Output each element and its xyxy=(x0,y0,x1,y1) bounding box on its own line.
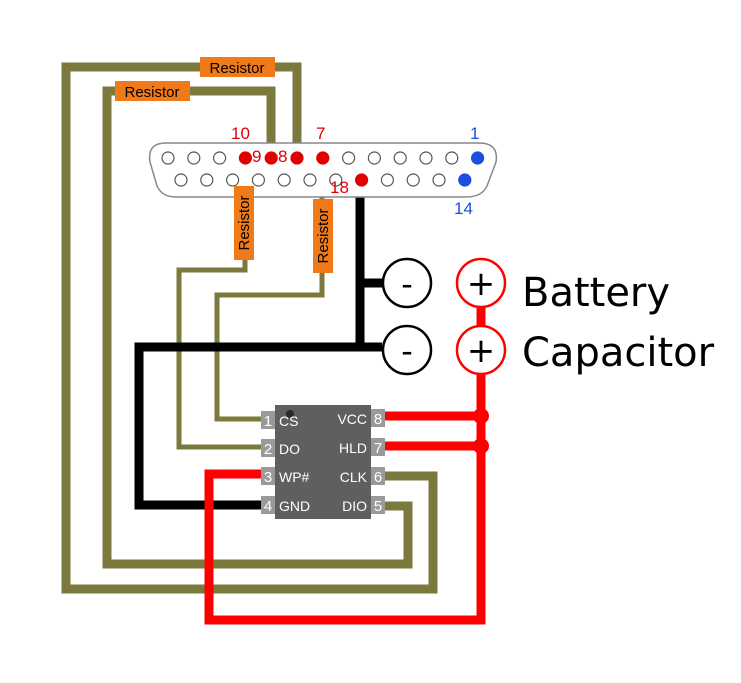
battery-plus-sign: + xyxy=(467,264,496,304)
connector-pin-11 xyxy=(213,151,227,165)
battery-label: Battery xyxy=(522,270,670,316)
pin-label-18: 18 xyxy=(330,178,349,197)
battery-plus-terminal xyxy=(455,257,507,309)
connector-shell xyxy=(148,142,498,198)
wire-pin9-dio xyxy=(102,86,413,569)
pin-label-14: 14 xyxy=(454,199,473,218)
pin-label-9: 9 xyxy=(252,147,261,166)
olive-wires xyxy=(61,62,438,594)
connector-pin-2 xyxy=(445,151,459,165)
pin-row-top xyxy=(161,151,485,165)
chip-pin-2: 2 DO xyxy=(261,439,300,458)
resistor-label: Resistor xyxy=(124,84,179,101)
chip-pin-1: 1 CS xyxy=(261,411,298,430)
chip-pin-8: 8 VCC xyxy=(337,409,385,428)
connector-pin-8 xyxy=(290,151,304,165)
capacitor-label: Capacitor xyxy=(522,330,715,376)
vcc-wire xyxy=(204,305,486,625)
capacitor: - + Capacitor xyxy=(381,324,715,376)
pin-number: 8 xyxy=(374,411,382,428)
pin-name: WP# xyxy=(279,469,310,485)
pin-name: DO xyxy=(279,441,300,457)
pin-number: 4 xyxy=(264,498,272,515)
pin-name: VCC xyxy=(337,411,367,427)
connector-pin-17 xyxy=(380,173,394,187)
connector-pin-14 xyxy=(458,173,472,187)
connector-pin-12 xyxy=(187,151,201,165)
resistor-top-2: Resistor xyxy=(115,81,190,101)
connector-pin-18 xyxy=(355,173,369,187)
db25-connector xyxy=(148,142,498,198)
junction-hld xyxy=(473,438,489,454)
resistor-vertical-2: Resistor xyxy=(313,199,333,273)
resistor-label: Resistor xyxy=(236,195,253,250)
pin-name: DIO xyxy=(342,498,367,514)
battery-minus-terminal xyxy=(381,257,433,309)
resistor-vertical-1: Resistor xyxy=(234,186,254,260)
pin-number-labels: 10 9 8 7 1 18 14 xyxy=(231,124,479,218)
battery-minus-sign: - xyxy=(401,265,413,303)
pin-name: GND xyxy=(279,498,310,514)
connector-pin-7 xyxy=(316,151,330,165)
eeprom-chip: 1 CS 2 DO 3 WP# 4 GND 8 VCC 7 HLD xyxy=(261,405,385,519)
resistor-top-1: Resistor xyxy=(200,57,275,77)
connector-pin-15 xyxy=(432,173,446,187)
pin-label-8: 8 xyxy=(278,147,287,166)
pin-number: 5 xyxy=(374,498,382,515)
chip-pin-7: 7 HLD xyxy=(339,438,385,457)
pin-name: HLD xyxy=(339,440,367,456)
capacitor-minus-terminal xyxy=(381,324,433,376)
connector-pin-25 xyxy=(174,173,188,187)
chip-pin1-notch xyxy=(286,410,294,418)
resistor-label: Resistor xyxy=(209,60,264,77)
pin-label-1: 1 xyxy=(470,124,479,143)
connector-pin-20 xyxy=(303,173,317,187)
pin-number: 1 xyxy=(264,413,272,430)
connector-pin-19 xyxy=(329,173,343,187)
wire-plus-bus xyxy=(204,372,486,625)
pin-number: 2 xyxy=(264,441,272,458)
pin-row-bottom xyxy=(174,173,472,187)
chip-pin-6: 6 CLK xyxy=(340,467,385,486)
connector-pin-23 xyxy=(226,173,240,187)
connector-pin-9 xyxy=(264,151,278,165)
pin-number: 6 xyxy=(374,469,382,486)
connector-pin-16 xyxy=(406,173,420,187)
connector-pin-10 xyxy=(238,151,252,165)
capacitor-minus-sign: - xyxy=(401,332,413,370)
connector-pin-13 xyxy=(161,151,175,165)
pin-label-10: 10 xyxy=(231,124,250,143)
connector-pin-4 xyxy=(393,151,407,165)
connector-pin-24 xyxy=(200,173,214,187)
chip-pin-3: 3 WP# xyxy=(261,467,310,486)
pin-label-7: 7 xyxy=(316,124,325,143)
junction-vcc xyxy=(473,408,489,424)
connector-pin-1 xyxy=(471,151,485,165)
wire-pin18-gnd xyxy=(134,180,365,510)
connector-pin-21 xyxy=(277,173,291,187)
chip-pin-5: 5 DIO xyxy=(342,496,385,515)
chip-body xyxy=(275,405,371,519)
capacitor-plus-terminal xyxy=(455,324,507,376)
pin-name: CS xyxy=(279,413,298,429)
pin-number: 3 xyxy=(264,469,272,486)
chip-pin-4: 4 GND xyxy=(261,496,310,515)
connector-pin-22 xyxy=(251,173,265,187)
connector-pin-6 xyxy=(342,151,356,165)
connector-pin-3 xyxy=(419,151,433,165)
resistor-label: Resistor xyxy=(315,208,332,263)
battery: - + Battery xyxy=(381,257,670,316)
pin-name: CLK xyxy=(340,469,368,485)
wire-pin8-clk xyxy=(61,62,438,594)
connector-pin-5 xyxy=(367,151,381,165)
capacitor-plus-sign: + xyxy=(467,331,496,371)
gnd-wire xyxy=(134,180,382,510)
pin-number: 7 xyxy=(374,440,382,457)
